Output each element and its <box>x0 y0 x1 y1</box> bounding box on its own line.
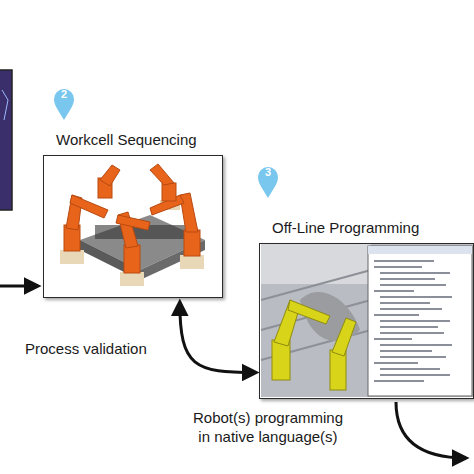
note-text: Robot(s) programming in native language(… <box>188 408 348 446</box>
step-heading: Off-Line Programming <box>272 219 419 236</box>
edge-label: Process validation <box>25 340 147 357</box>
cropped-panel <box>0 70 12 210</box>
image-box: Off-Line Programming <box>259 243 474 399</box>
callout-number: 3 <box>258 166 278 178</box>
callout-number: 2 <box>54 88 74 100</box>
connector-arrow <box>180 302 256 372</box>
step-heading: Workcell Sequencing <box>56 131 197 148</box>
incoming-arrow <box>0 285 38 288</box>
image-box: Workcell Sequencing <box>43 155 223 298</box>
olp-illustration <box>261 244 473 397</box>
workcell-illustration <box>44 156 221 296</box>
outgoing-arrow <box>396 402 466 458</box>
